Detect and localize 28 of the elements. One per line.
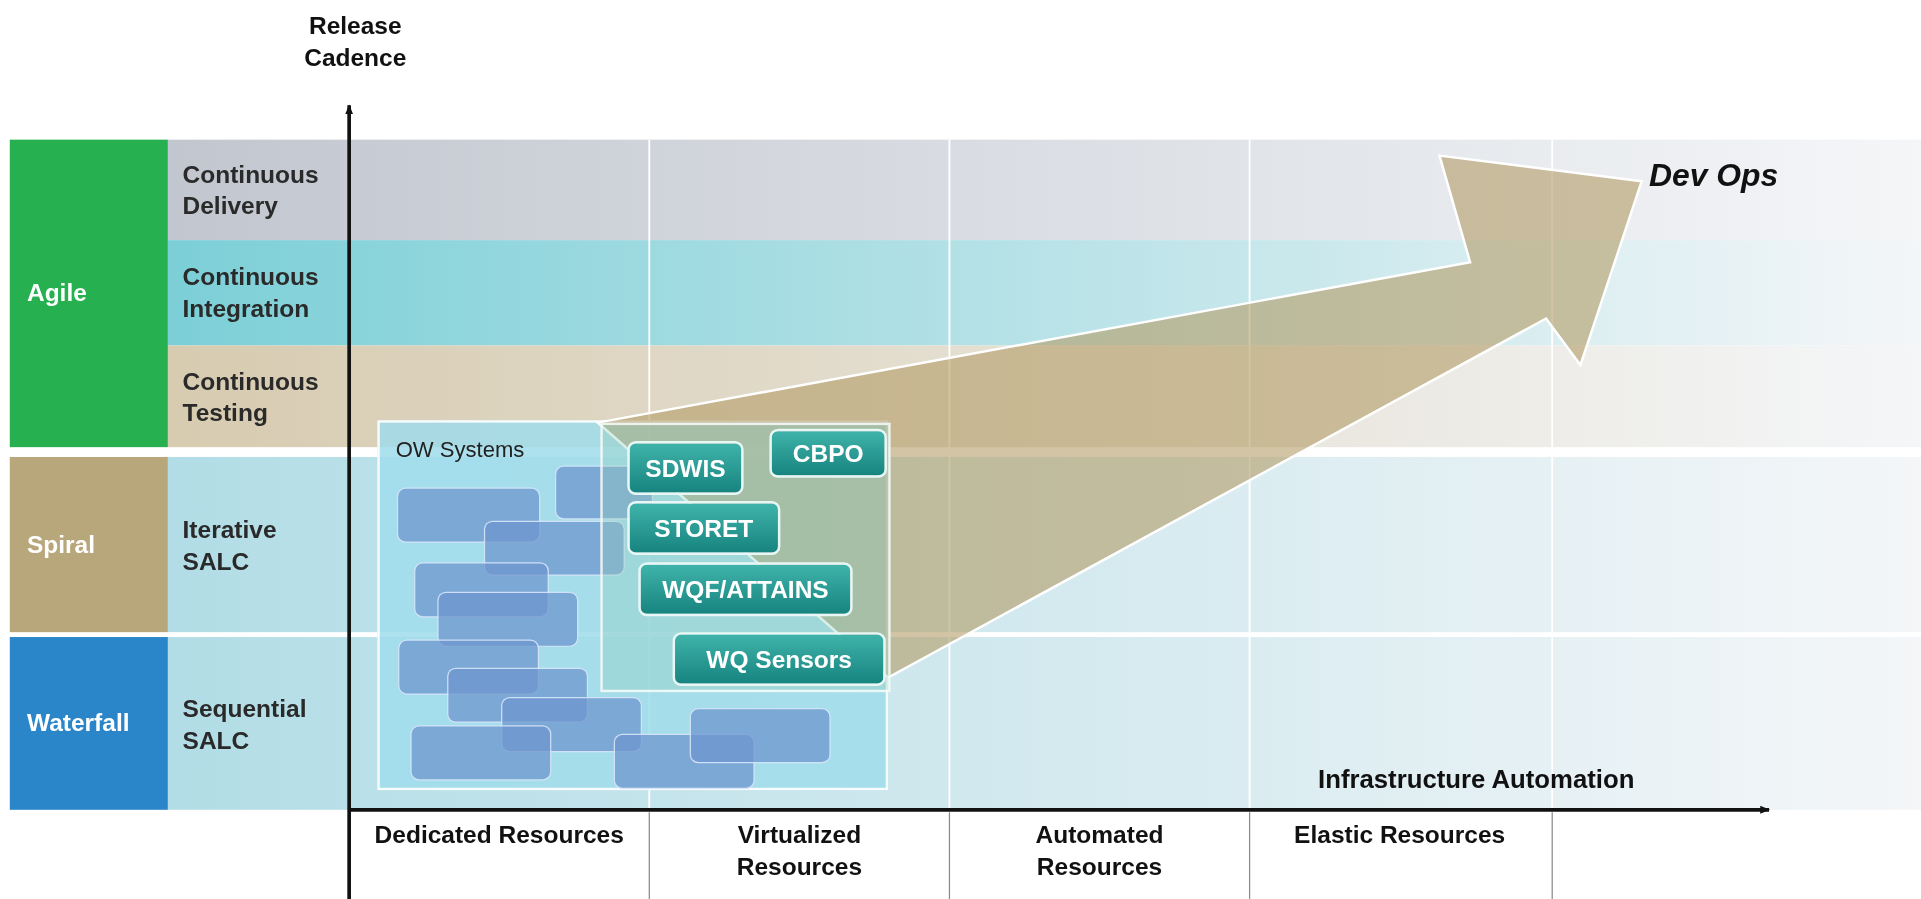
row-label: Iterative SALC <box>167 456 350 633</box>
system-tile: WQ Sensors <box>672 632 886 687</box>
category-block: Spiral <box>9 456 168 633</box>
system-box <box>437 591 579 647</box>
column-label: Dedicated Resources <box>373 819 625 850</box>
system-tile: WQF/ATTAINS <box>638 562 853 617</box>
system-tile: STORET <box>627 501 781 555</box>
row-label: Sequential SALC <box>167 637 350 810</box>
axis-label: Release Cadence <box>303 11 408 74</box>
column-label: Elastic Resources <box>1293 819 1507 850</box>
category-block: Agile <box>9 139 168 448</box>
system-box <box>410 725 552 781</box>
system-group-box <box>377 420 889 791</box>
row-label: Continuous Delivery <box>167 139 350 241</box>
column-label: Virtualized Resources <box>735 819 864 882</box>
trend-arrow <box>595 154 1644 679</box>
label-text: Dev Ops <box>1649 156 1858 209</box>
highlight-box <box>600 422 891 693</box>
system-tile: SDWIS <box>627 441 744 495</box>
column-label: Automated Resources <box>1034 819 1165 882</box>
row-label: Continuous Integration <box>167 240 350 346</box>
system-tile: CBPO <box>769 428 887 478</box>
axis-label: Infrastructure Automation <box>1317 763 1636 795</box>
system-box <box>483 520 625 576</box>
group-title: OW Systems <box>395 437 525 464</box>
system-box <box>689 708 831 764</box>
row-label: Continuous Testing <box>167 345 350 448</box>
category-block: Waterfall <box>9 637 168 810</box>
